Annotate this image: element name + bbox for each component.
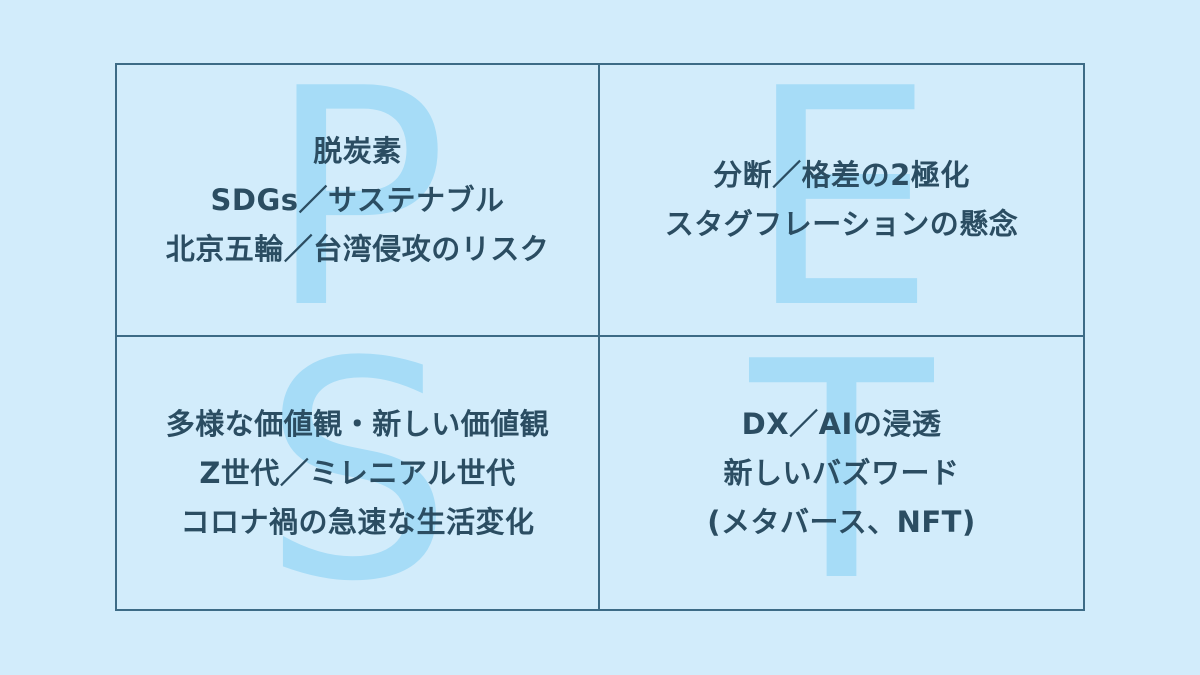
quadrant-technological: T DX／AIの浸透 新しいバズワード (メタバース、NFT)	[600, 337, 1083, 609]
quadrant-lines: 分断／格差の2極化 スタグフレーションの懸念	[665, 151, 1018, 249]
quadrant-line: SDGs／サステナブル	[210, 182, 505, 217]
quadrant-line: コロナ禍の急速な生活変化	[180, 504, 535, 539]
quadrant-line: 北京五輪／台湾侵攻のリスク	[165, 231, 550, 266]
quadrant-lines: 多様な価値観・新しい価値観 Z世代／ミレニアル世代 コロナ禍の急速な生活変化	[166, 400, 550, 547]
quadrant-letter-t: T	[749, 337, 934, 609]
quadrant-line: DX／AIの浸透	[741, 406, 942, 441]
quadrant-lines: DX／AIの浸透 新しいバズワード (メタバース、NFT)	[707, 400, 975, 547]
quadrant-line: (メタバース、NFT)	[707, 504, 976, 539]
quadrant-lines: 脱炭素 SDGs／サステナブル 北京五輪／台湾侵攻のリスク	[166, 127, 550, 274]
quadrant-social: S 多様な価値観・新しい価値観 Z世代／ミレニアル世代 コロナ禍の急速な生活変化	[117, 337, 600, 609]
quadrant-line: 新しいバズワード	[723, 455, 960, 490]
quadrant-line: Z世代／ミレニアル世代	[199, 455, 516, 490]
quadrant-political: P 脱炭素 SDGs／サステナブル 北京五輪／台湾侵攻のリスク	[117, 65, 600, 337]
pest-grid: P 脱炭素 SDGs／サステナブル 北京五輪／台湾侵攻のリスク E 分断／格差の…	[115, 63, 1085, 611]
quadrant-line: スタグフレーションの懸念	[664, 207, 1019, 241]
quadrant-line: 脱炭素	[313, 133, 402, 168]
quadrant-letter-e: E	[746, 65, 937, 337]
quadrant-letter-p: P	[267, 65, 448, 337]
quadrant-line: 分断／格差の2極化	[713, 158, 970, 192]
quadrant-economic: E 分断／格差の2極化 スタグフレーションの懸念	[600, 65, 1083, 337]
quadrant-line: 多様な価値観・新しい価値観	[165, 406, 550, 441]
quadrant-letter-s: S	[262, 337, 453, 609]
